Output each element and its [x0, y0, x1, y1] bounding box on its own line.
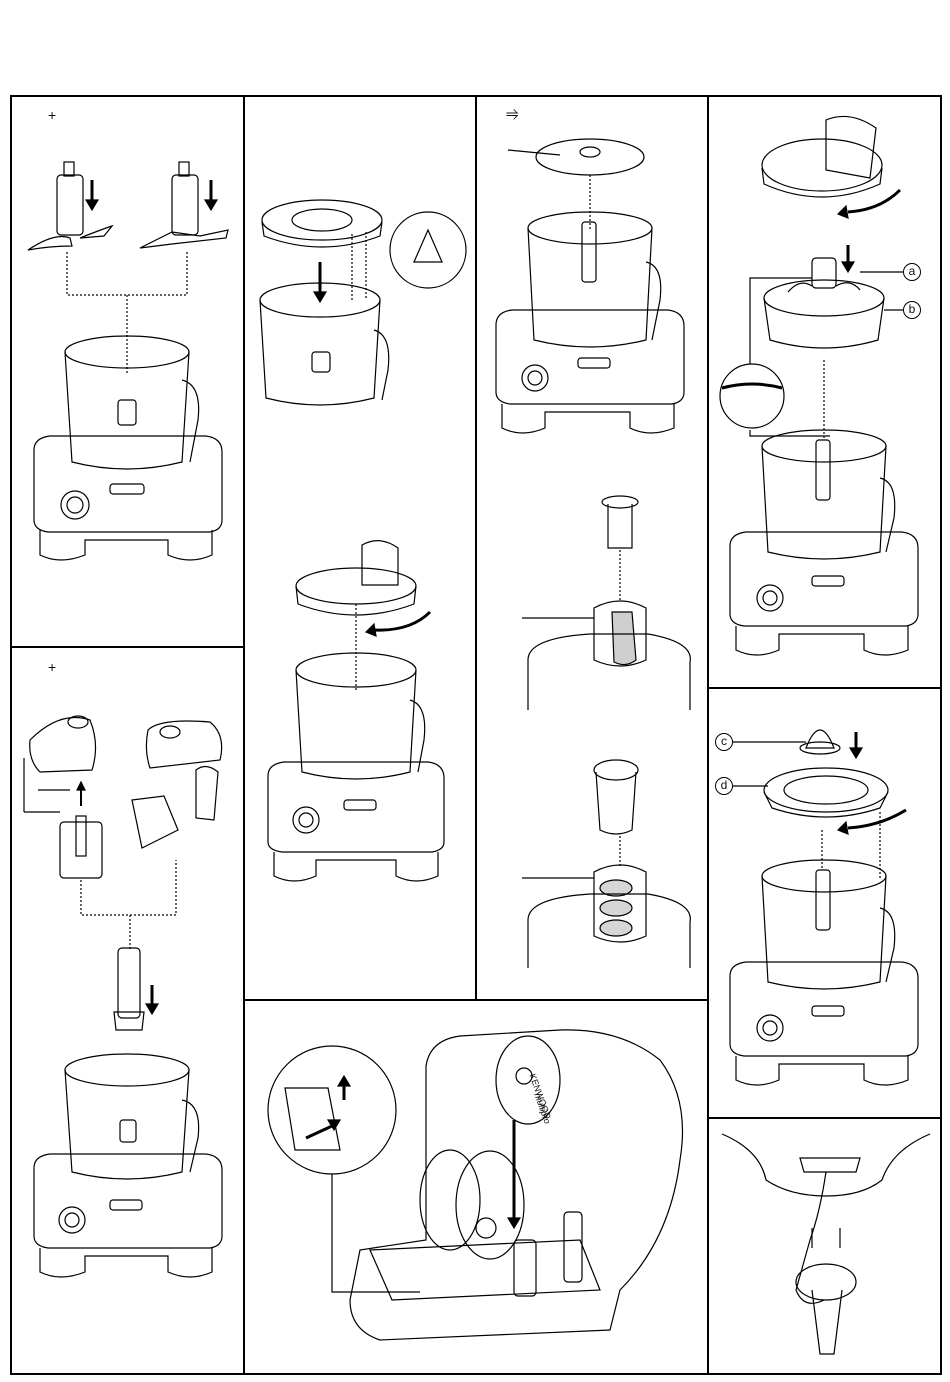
panel-dividers	[10, 95, 942, 1375]
panel-4-illustration	[720, 116, 920, 655]
panel-8-illustration	[722, 1134, 930, 1354]
panel-1-illustration	[28, 162, 228, 560]
callout-b: b	[903, 301, 921, 319]
panel-3-arrow-symbol: ⥤	[506, 106, 519, 122]
panel-6-illustration	[716, 730, 918, 1085]
panel-1-plus-symbol: +	[48, 108, 56, 122]
callout-a: a	[903, 263, 921, 281]
panel-5-illustration	[24, 716, 222, 1277]
panel-5-plus-symbol: +	[48, 660, 56, 674]
callout-c: c	[715, 733, 733, 751]
callout-d: d	[715, 777, 733, 795]
panel-3-illustration	[496, 139, 690, 968]
panel-7-illustration	[268, 1030, 683, 1340]
panel-2-illustration	[260, 200, 466, 881]
